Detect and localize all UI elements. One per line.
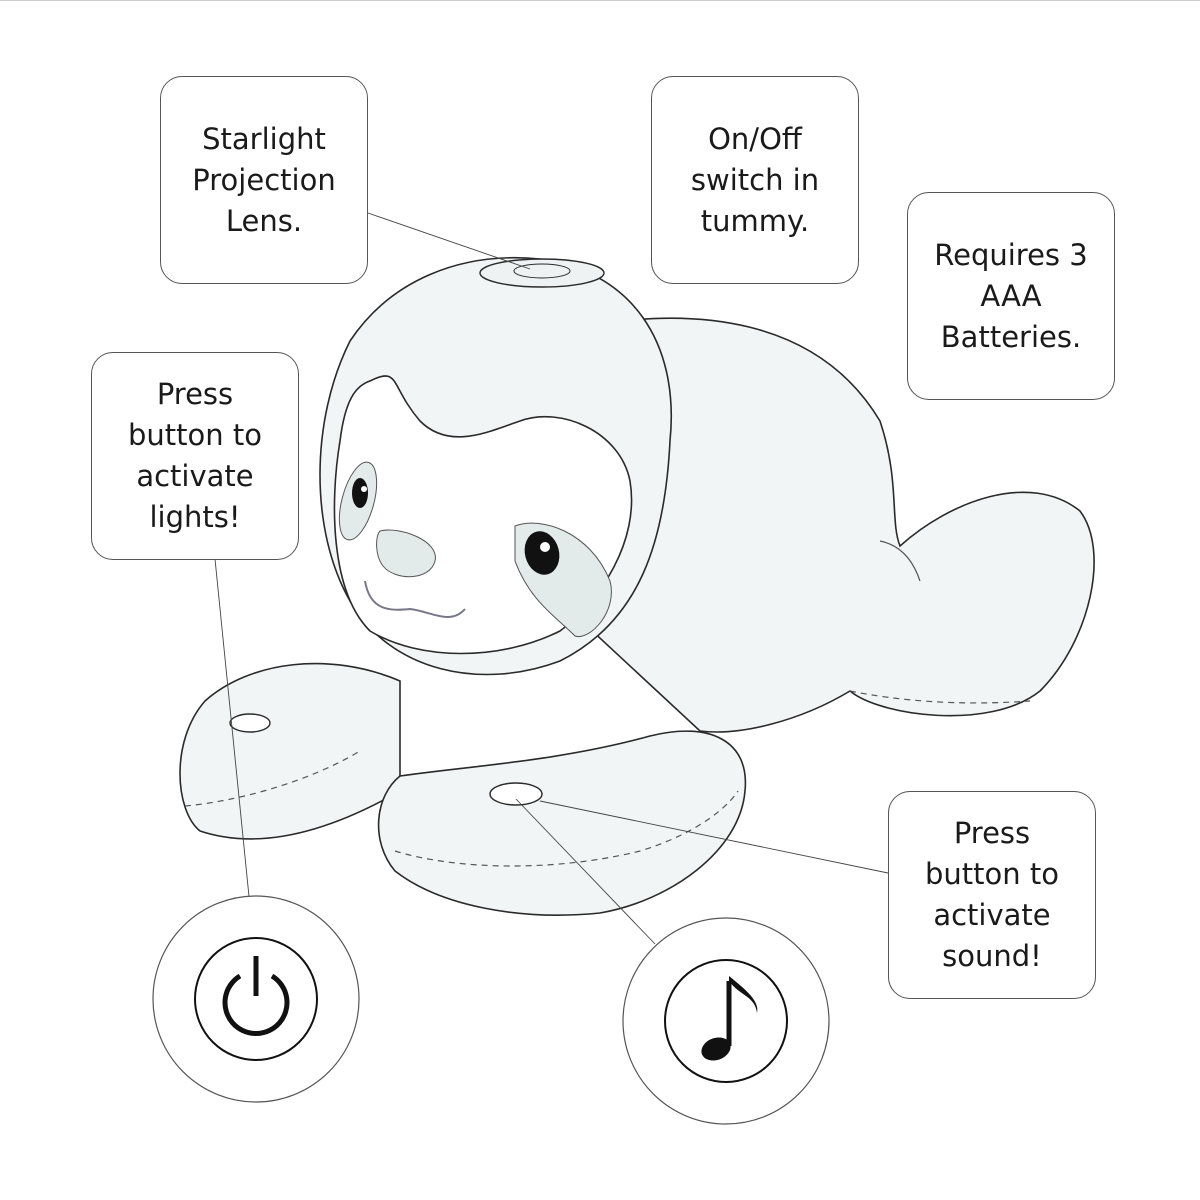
sound-button <box>489 782 543 806</box>
lights-button <box>229 713 271 733</box>
lens <box>479 258 605 288</box>
callout-lights-button: Press button to activate lights! <box>91 352 299 560</box>
callout-batteries: Requires 3 AAA Batteries. <box>907 192 1115 400</box>
power-icon <box>222 973 290 1036</box>
callout-sound-button: Press button to activate sound! <box>888 791 1096 999</box>
callout-on-off-switch: On/Off switch in tummy. <box>651 76 859 284</box>
nose <box>376 529 436 578</box>
music-note-icon-badge <box>622 917 830 1125</box>
sloth-right-arm <box>377 730 747 916</box>
mouth <box>364 580 466 618</box>
music-note-icon <box>701 976 758 1061</box>
callout-projection-lens: Starlight Projection Lens. <box>160 76 368 284</box>
power-icon-badge <box>152 895 360 1103</box>
sloth-left-arm <box>179 662 401 840</box>
